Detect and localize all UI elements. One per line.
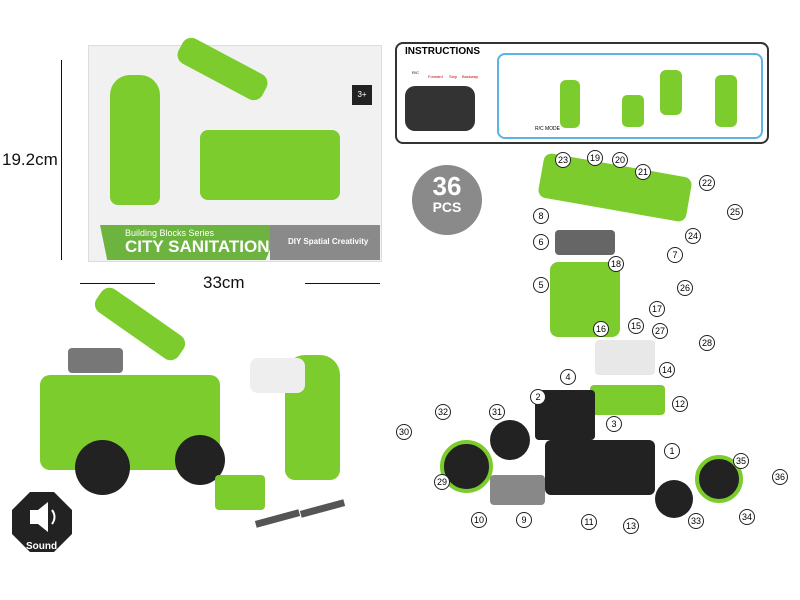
part-number-17: 17 xyxy=(649,301,665,317)
part-number-1: 1 xyxy=(664,443,680,459)
part-number-24: 24 xyxy=(685,228,701,244)
exploded-bed xyxy=(590,385,665,415)
part-number-21: 21 xyxy=(635,164,651,180)
drill-on-box xyxy=(110,75,160,205)
exploded-cab xyxy=(550,262,620,337)
wheel-31 xyxy=(490,420,530,460)
rc-mode-label: R/C MODE xyxy=(535,126,560,132)
part-number-7: 7 xyxy=(667,247,683,263)
part-number-22: 22 xyxy=(699,175,715,191)
part-number-36: 36 xyxy=(772,469,788,485)
brand-text: DIY Spatial Creativity xyxy=(288,237,369,246)
width-label: 33cm xyxy=(203,273,245,292)
piece-count: 36 xyxy=(432,171,462,201)
exploded-chassis xyxy=(545,440,655,495)
part-number-4: 4 xyxy=(560,369,576,385)
part-number-11: 11 xyxy=(581,514,597,530)
part-number-9: 9 xyxy=(516,512,532,528)
step1-drill xyxy=(560,80,580,128)
product-title: CITY SANITATION xyxy=(125,237,270,256)
part-number-29: 29 xyxy=(434,474,450,490)
box-label-band xyxy=(100,225,280,260)
battery-pack xyxy=(215,475,265,510)
width-arrow-left xyxy=(80,283,155,284)
forward-label: Forward xyxy=(428,74,443,79)
truck-wheel-front xyxy=(75,440,130,495)
backward-label: Backway xyxy=(462,74,479,79)
rc-car-diagram xyxy=(405,86,475,131)
part-number-23: 23 xyxy=(555,152,571,168)
part-number-15: 15 xyxy=(628,318,644,334)
stop-label: Stop xyxy=(449,74,458,79)
series-text: Building Blocks Series xyxy=(125,228,215,238)
part-number-28: 28 xyxy=(699,335,715,351)
part-number-34: 34 xyxy=(739,509,755,525)
part-number-20: 20 xyxy=(612,152,628,168)
drill-bit-1 xyxy=(254,509,301,528)
sound-label: Sound xyxy=(26,541,58,552)
piece-count-badge: 36 PCS xyxy=(412,165,482,235)
part-number-16: 16 xyxy=(593,321,609,337)
width-arrow-right xyxy=(305,283,380,284)
part-number-6: 6 xyxy=(533,234,549,250)
truck-on-box xyxy=(200,130,340,200)
truck-roof-light xyxy=(68,348,123,373)
part-number-26: 26 xyxy=(677,280,693,296)
part-number-14: 14 xyxy=(659,362,675,378)
part-number-8: 8 xyxy=(533,208,549,224)
exploded-bracket xyxy=(490,475,545,505)
exploded-motor xyxy=(595,340,655,375)
part-number-31: 31 xyxy=(489,404,505,420)
part-number-27: 27 xyxy=(652,323,668,339)
drill-bit-2 xyxy=(299,499,346,518)
steps-panel xyxy=(497,53,763,139)
part-number-3: 3 xyxy=(606,416,622,432)
part-number-5: 5 xyxy=(533,277,549,293)
height-arrow xyxy=(61,60,62,260)
part-number-19: 19 xyxy=(587,150,603,166)
part-number-25: 25 xyxy=(727,204,743,220)
wheel-29 xyxy=(440,440,493,493)
drill-head xyxy=(250,358,305,393)
age-badge: 3+ xyxy=(352,85,372,105)
height-label: 19.2cm xyxy=(2,150,58,169)
step2-drill xyxy=(622,95,644,127)
part-number-12: 12 xyxy=(672,396,688,412)
part-number-30: 30 xyxy=(396,424,412,440)
exploded-roof xyxy=(555,230,615,255)
part-number-13: 13 xyxy=(623,518,639,534)
part-number-18: 18 xyxy=(608,256,624,272)
instructions-title: INSTRUCTIONS xyxy=(405,46,480,57)
part-number-2: 2 xyxy=(530,389,546,405)
part-number-33: 33 xyxy=(688,513,704,529)
wheel-33 xyxy=(655,480,693,518)
speaker-icon xyxy=(12,492,72,552)
part-number-32: 32 xyxy=(435,404,451,420)
box-brand-band xyxy=(270,225,380,260)
piece-unit: PCS xyxy=(432,199,462,215)
step3-drill xyxy=(660,70,682,115)
step4-drill xyxy=(715,75,737,127)
part-number-10: 10 xyxy=(471,512,487,528)
rc-label: R/C xyxy=(412,70,419,75)
part-number-35: 35 xyxy=(733,453,749,469)
